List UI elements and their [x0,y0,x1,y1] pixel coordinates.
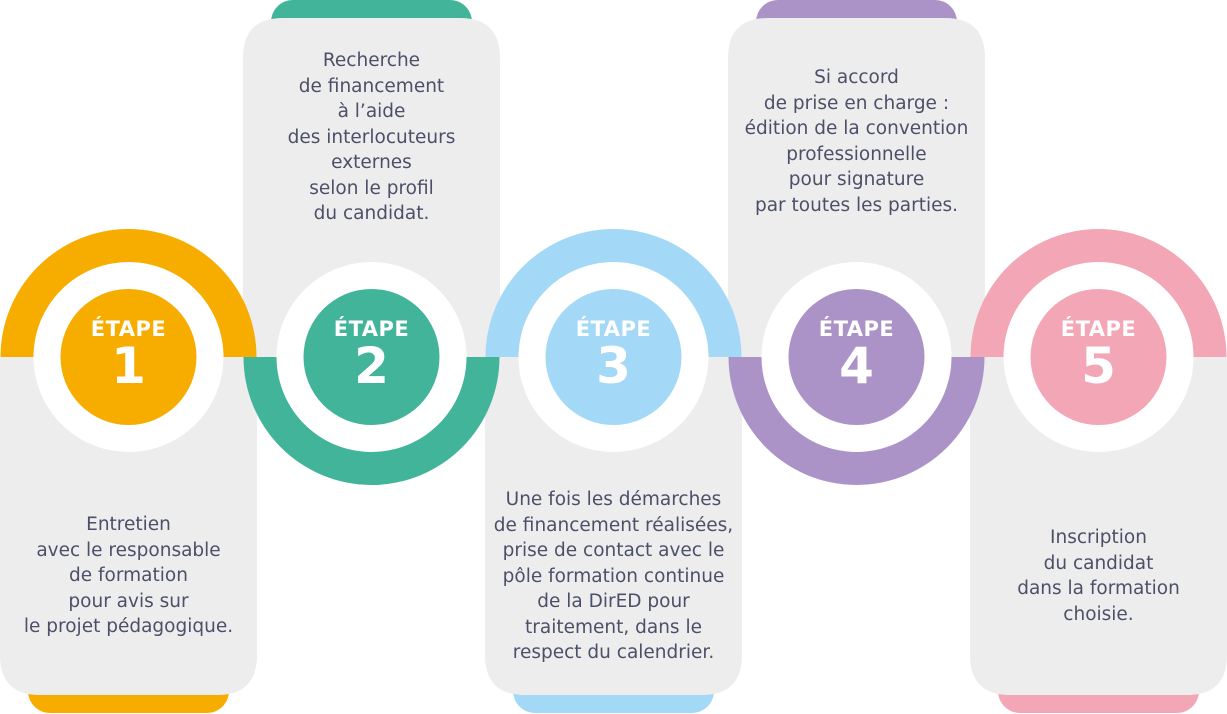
step-badge [545,289,682,425]
step-number: 1 [111,337,146,395]
step-description: Une fois les démarches de financement réa… [485,487,742,666]
step-number: 2 [354,337,389,395]
description-line: traitement, dans le [525,616,702,638]
description-line: de prise en charge : [763,92,950,114]
step-number: 5 [1081,337,1116,395]
description-line: de la DirED pour [537,591,690,612]
step-description: Recherche de financement à l’aide des inter… [243,48,500,227]
step-label: ÉTAPE [90,317,167,341]
step-card [243,18,500,357]
description-line: de formation [69,565,188,586]
step-badge [1030,289,1167,425]
description-line: professionnelle [786,143,927,165]
step-badge [303,289,440,425]
step-number: 3 [596,337,631,395]
description-line: édition de la convention [744,118,969,139]
description-line: dans la formation [1017,578,1180,599]
step-label: ÉTAPE [818,317,895,341]
description-line: à l’aide [337,101,406,122]
step-badge [788,289,925,425]
step-number: 4 [839,337,874,395]
description-line: externes [331,152,412,173]
description-line: selon le profil [309,177,434,199]
step-card [970,357,1227,695]
description-line: choisie. [1063,603,1134,625]
description-line: pôle formation continue [502,565,725,587]
description-line: de financement [298,75,445,97]
step-description: Si accord de prise en charge : édition de … [728,65,985,218]
description-line: pour avis sur [68,590,189,612]
description-line: Entretien [86,514,171,535]
step-label: ÉTAPE [575,317,652,341]
description-line: respect du calendrier. [512,642,715,663]
description-line: de financement réalisées, [493,514,734,536]
description-line: Recherche [322,50,421,71]
description-line: Une fois les démarches [505,489,722,510]
step-label: ÉTAPE [1060,317,1137,341]
step-badge [60,289,197,425]
step-card [0,357,257,695]
description-line: Inscription [1050,527,1147,548]
step-label: ÉTAPE [333,317,410,341]
description-line: du candidat. [313,203,430,224]
step-card [728,18,985,357]
step-card [485,357,742,695]
step-description: Entretien avec le responsable de formation… [0,512,257,640]
description-line: le projet pédagogique. [23,616,234,637]
description-line: avec le responsable [36,539,221,561]
description-line: pour signature [788,169,925,190]
step-description: Inscription du candidat dans la formation c… [970,525,1227,627]
description-line: Si accord [814,67,899,88]
description-line: du candidat [1043,552,1154,574]
description-line: prise de contact avec le [502,540,725,561]
description-line: des interlocuteurs [287,126,456,148]
description-line: par toutes les parties. [754,194,959,216]
